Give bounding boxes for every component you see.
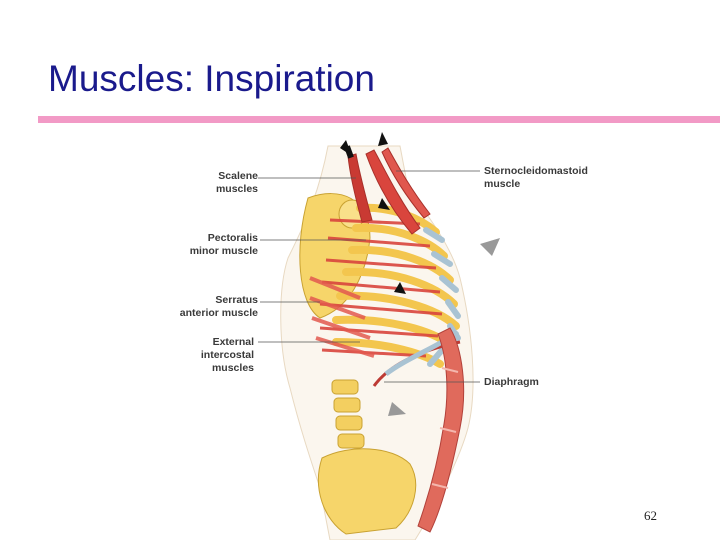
arrow-up-right-icon	[378, 132, 388, 146]
arrow-outward-icon	[480, 238, 500, 256]
title-divider	[38, 116, 720, 123]
page-number: 62	[644, 508, 657, 524]
label-scalene-muscles: Scalene muscles	[196, 170, 258, 196]
label-external-intercostal: External intercostal muscles	[180, 336, 254, 375]
label-diaphragm: Diaphragm	[484, 376, 539, 389]
pelvis	[318, 449, 415, 534]
label-pectoralis-minor: Pectoralis minor muscle	[168, 232, 258, 258]
label-serratus-anterior: Serratus anterior muscle	[162, 294, 258, 320]
label-sternocleidomastoid: Sternocleidomastoid muscle	[484, 165, 588, 191]
slide-title: Muscles: Inspiration	[48, 58, 375, 100]
